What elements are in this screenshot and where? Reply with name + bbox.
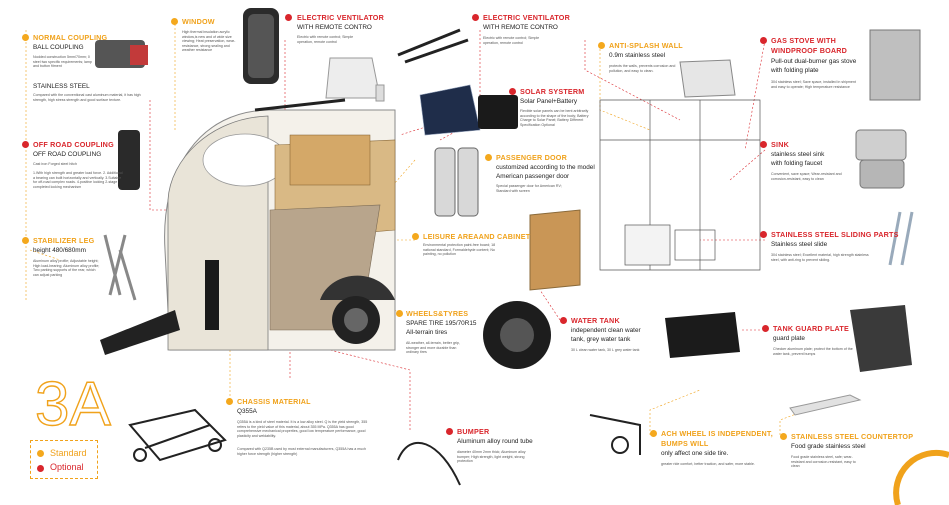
off-road-coupling-note: Cast iron Forged steel hitch: [33, 162, 77, 166]
tank-guard-plate-title: TANK GUARD PLATE: [773, 324, 849, 333]
bumper-title: BUMPER: [457, 427, 490, 436]
water-tank-title: WATER TANK: [571, 316, 620, 325]
standard-dot: [412, 233, 419, 240]
model-3a-outline: 3A: [35, 370, 111, 439]
passenger-door-title: PASSENGER DOOR: [496, 153, 567, 162]
solar-system-desc: Flexible solar panels can be bent arbitr…: [520, 109, 589, 127]
water-tank-subtitle: independent clean water: [571, 327, 641, 334]
stabilizer-leg-desc: Aluminum alloy profile; Adjustable heigh…: [33, 259, 100, 277]
solar-system-subtitle: Solar Panel+Battery: [520, 98, 578, 105]
leisure-cabinet-desc: Environmental protection paint-free boar…: [423, 243, 496, 257]
electric-ventilator-2-subtitle: WITH REMOTE CONTRO: [483, 24, 558, 31]
chassis-material-subtitle: Q355A: [237, 408, 257, 415]
water-tank-subtitle-2: tank, grey water tank: [571, 336, 631, 343]
optional-dot: [22, 141, 29, 148]
water-tank-desc: 30 L clean water tank, 30 L grey water t…: [571, 348, 640, 352]
tank-guard-plate-subtitle: guard plate: [773, 335, 805, 342]
ach-wheel-title: ACH WHEEL IS INDEPENDENT,: [661, 429, 773, 438]
countertop-title: STAINLESS STEEL COUNTERTOP: [791, 432, 914, 441]
standard-dot: [598, 42, 605, 49]
anti-splash-wall-subtitle: 0.9m stainless steel: [609, 52, 666, 59]
electric-ventilator-1-subtitle: WITH REMOTE CONTRO: [297, 24, 372, 31]
off-road-coupling-subtitle: OFF ROAD COUPLING: [33, 151, 102, 158]
legend-standard: Standard: [50, 448, 87, 458]
electric-ventilator-1-title: ELECTRIC VENTILATOR: [297, 13, 384, 22]
chassis-material-desc-2: Compared with Q235B used by most externa…: [237, 447, 367, 456]
optional-dot: [760, 37, 767, 44]
passenger-door-desc: Special passenger door for American RV; …: [496, 184, 562, 193]
gas-stove-desc: 304 stainless steel; Save space, install…: [771, 80, 856, 89]
normal-coupling-title: NORMAL COUPLING: [33, 33, 108, 42]
off-road-coupling-desc: 1.With high strength and greater load fo…: [33, 171, 123, 189]
passenger-door-subtitle: customized according to the model: [496, 164, 595, 171]
gas-stove-title: GAS STOVE WITH: [771, 36, 836, 45]
electric-ventilator-2-desc: Electric with remote control; Simple ope…: [483, 36, 540, 45]
optional-dot: [762, 325, 769, 332]
optional-dot: [760, 141, 767, 148]
gas-stove-subtitle-2: with folding plate: [771, 67, 819, 74]
ach-wheel-subtitle: only affect one side tire.: [661, 450, 729, 457]
window-title: WINDOW: [182, 17, 215, 26]
optional-dot: [760, 231, 767, 238]
countertop-desc: Food grade stainless steel, safe; wear-r…: [791, 455, 856, 469]
standard-dot: [226, 398, 233, 405]
standard-dot: [485, 154, 492, 161]
window-desc: High thermal insulation acrylic window,i…: [182, 30, 236, 53]
anti-splash-wall-title: ANTI-SPLASH WALL: [609, 41, 683, 50]
ach-wheel-desc: greater ride comfort, better traction, a…: [661, 462, 755, 466]
chassis-material-title: CHASSIS MATERIAL: [237, 397, 311, 406]
standard-dot: [22, 34, 29, 41]
gas-stove-title-2: WINDPROOF BOARD: [771, 46, 848, 55]
passenger-door-subtitle-2: American passenger door: [496, 173, 570, 180]
off-road-coupling-title: OFF ROAD COUPLING: [33, 140, 114, 149]
standard-dot: [22, 237, 29, 244]
countertop-subtitle: Food grade stainless steel: [791, 443, 866, 450]
standard-dot: [650, 430, 657, 437]
solar-system-title: SOLAR SYSTERM: [520, 87, 585, 96]
legend-optional: Optional: [50, 462, 84, 472]
normal-coupling-extra-title: STAINLESS STEEL: [33, 83, 90, 90]
sink-desc: Convenient, save space; Wear-resistant a…: [771, 172, 842, 181]
standard-dot: [37, 450, 44, 457]
optional-dot: [285, 14, 292, 21]
standard-dot: [396, 310, 403, 317]
sliding-parts-title: STAINLESS STEEL SLIDING PARTS: [771, 230, 899, 239]
electric-ventilator-1-desc: Electric with remote control; Simple ope…: [297, 35, 354, 44]
optional-dot: [560, 317, 567, 324]
standard-dot: [780, 433, 787, 440]
optional-dot: [37, 465, 44, 472]
optional-dot: [509, 88, 516, 95]
sink-title: SINK: [771, 140, 789, 149]
chassis-material-desc: Q355A is a kind of steel material. It is…: [237, 420, 368, 438]
sliding-parts-desc: 304 stainless steel; Excellent material,…: [771, 253, 869, 262]
legend: Standard Optional: [30, 440, 98, 479]
bumper-desc: diameter 40mm 2mm thick; Aluminum alloy …: [457, 450, 526, 464]
sliding-parts-subtitle: Stainless steel slide: [771, 241, 828, 248]
standard-dot: [171, 18, 178, 25]
wheels-tyres-desc: All-weather, all-terrain, better grip, s…: [406, 341, 460, 355]
sink-subtitle: stainless steel sink: [771, 151, 825, 158]
wheels-tyres-subtitle-2: All-terrain tires: [406, 329, 448, 336]
sink-subtitle-2: with folding faucet: [771, 160, 823, 167]
wheels-tyres-title: WHEELS&TYRES: [406, 309, 469, 318]
bumper-subtitle: Aluminum alloy round tube: [457, 438, 533, 445]
stabilizer-leg-title: STABILIZER LEG: [33, 236, 95, 245]
stabilizer-leg-subtitle: height 480/680mm: [33, 247, 86, 254]
optional-dot: [472, 14, 479, 21]
leisure-cabinet-title: LEISURE AREAAND CABINET: [423, 232, 531, 241]
wheels-tyres-subtitle: SPARE TIRE 195/70R15: [406, 320, 477, 327]
optional-dot: [446, 428, 453, 435]
gas-stove-subtitle: Pull-out dual-burner gas stove: [771, 58, 857, 65]
normal-coupling-extra-desc: Compared with the conventional cast alum…: [33, 93, 141, 102]
anti-splash-wall-desc: protects the walls, prevents corrosion a…: [609, 64, 676, 73]
tank-guard-plate-desc: Checker aluminum plate; protect the bott…: [773, 347, 853, 356]
normal-coupling-subtitle: BALL COUPLING: [33, 44, 84, 51]
ach-wheel-title-2: BUMPS WILL: [661, 439, 709, 448]
trailer-illustration: [100, 98, 396, 355]
electric-ventilator-2-title: ELECTRIC VENTILATOR: [483, 13, 570, 22]
normal-coupling-desc: Nodded construction 5mm/70mm; 0 steel tw…: [33, 55, 92, 69]
